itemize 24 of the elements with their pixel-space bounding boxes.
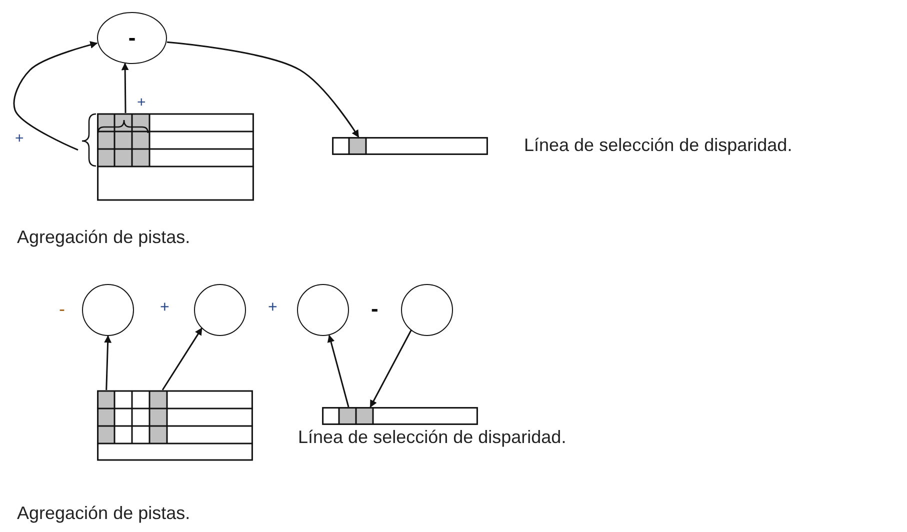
operator-sign: - xyxy=(59,300,65,318)
caption: Línea de selección de disparidad. xyxy=(524,136,792,154)
arrow xyxy=(166,41,360,138)
operator-ellipse xyxy=(97,12,167,64)
operator-circle xyxy=(82,284,134,336)
arrow xyxy=(121,62,129,113)
operator-circle xyxy=(401,284,453,336)
operator-sign: + xyxy=(160,300,170,316)
arrow xyxy=(104,335,112,390)
operator-circle xyxy=(297,284,349,336)
operator-sign: + xyxy=(268,300,278,316)
arrow xyxy=(13,41,98,151)
caption: Línea de selección de disparidad. xyxy=(298,428,566,446)
operator-sign: - xyxy=(371,298,378,320)
arrow xyxy=(370,329,412,408)
disparity-bar xyxy=(332,137,488,155)
track-grid xyxy=(97,390,253,461)
disparity-bar xyxy=(322,407,478,425)
arrow xyxy=(162,328,202,390)
caption: Agregación de pistas. xyxy=(17,228,190,246)
arrow xyxy=(327,334,350,408)
caption: Agregación de pistas. xyxy=(17,504,190,522)
operator-circle xyxy=(194,284,246,336)
operator-sign: - xyxy=(128,27,136,49)
